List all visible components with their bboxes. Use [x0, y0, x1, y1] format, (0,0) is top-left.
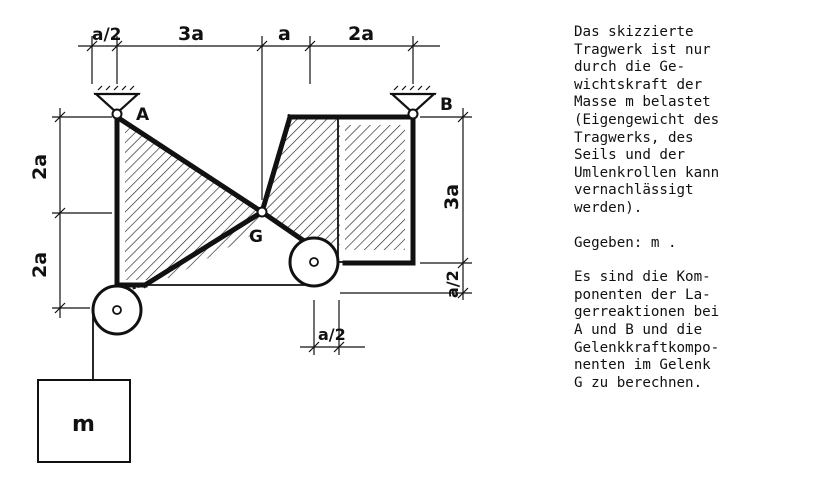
upper-pulley [288, 236, 340, 288]
given-line: Gegeben: m . [574, 234, 677, 251]
description-line: Seils und der [574, 147, 686, 164]
dim-top-3: a [278, 23, 291, 45]
left-dimension-chain: 2a 2a [29, 108, 112, 318]
description-line: werden). [574, 199, 643, 216]
dim-right-height: 3a [441, 184, 463, 210]
left-body [113, 113, 310, 289]
right-body [258, 113, 416, 266]
support-a: A [93, 85, 150, 125]
dim-top-1: a/2 [92, 25, 122, 45]
support-b: B [389, 85, 453, 120]
task-line: nenten im Gelenk [574, 357, 711, 374]
task-line: G zu berechnen. [574, 374, 703, 391]
description-paragraph: Das skizzierte Tragwerk ist nur durch di… [574, 24, 792, 218]
dim-bottom-offset: a/2 [318, 325, 346, 344]
label-a: A [136, 105, 150, 125]
task-line: Gelenkkraftkompo- [574, 339, 720, 356]
rope [92, 261, 345, 380]
problem-text: Das skizzierte Tragwerk ist nur durch di… [574, 24, 792, 409]
description-line: vernachlässigt [574, 182, 694, 199]
dim-top-4: 2a [348, 23, 374, 45]
task-paragraph: Es sind die Kom- ponenten der La- gerrea… [574, 269, 792, 392]
bottom-dimension: a/2 [300, 300, 365, 355]
dim-right-offset: a/2 [443, 270, 462, 298]
dim-top-2: 3a [178, 23, 204, 45]
description-line: wichtskraft der [574, 76, 703, 93]
task-line: A und B und die [574, 321, 703, 338]
task-line: gerreaktionen bei [574, 304, 720, 321]
label-g: G [249, 227, 263, 247]
description-line: Tragwerks, des [574, 129, 694, 146]
given-paragraph: Gegeben: m . [574, 235, 792, 253]
description-line: Das skizzierte [574, 24, 694, 40]
top-dimension-chain: a/2 3a a 2a [78, 23, 440, 200]
label-b: B [440, 95, 453, 115]
task-line: ponenten der La- [574, 286, 711, 303]
description-line: (Eigengewicht des [574, 111, 720, 128]
description-line: Umlenkrollen kann [574, 164, 720, 181]
label-mass: m [72, 412, 95, 437]
dim-left-1: 2a [29, 154, 51, 180]
mass-block: m [37, 379, 131, 463]
description-line: durch die Ge- [574, 59, 686, 76]
description-line: Tragwerk ist nur [574, 41, 711, 58]
description-line: Masse m belastet [574, 94, 711, 111]
hinge-g: G [249, 206, 268, 247]
structure-diagram: a/2 3a a 2a 2a 2a 3a a/2 a/2 [29, 23, 472, 463]
task-line: Es sind die Kom- [574, 269, 711, 286]
right-dimension-chain: 3a a/2 [340, 108, 472, 300]
lower-pulley [91, 284, 146, 336]
dim-left-2: 2a [29, 252, 51, 278]
